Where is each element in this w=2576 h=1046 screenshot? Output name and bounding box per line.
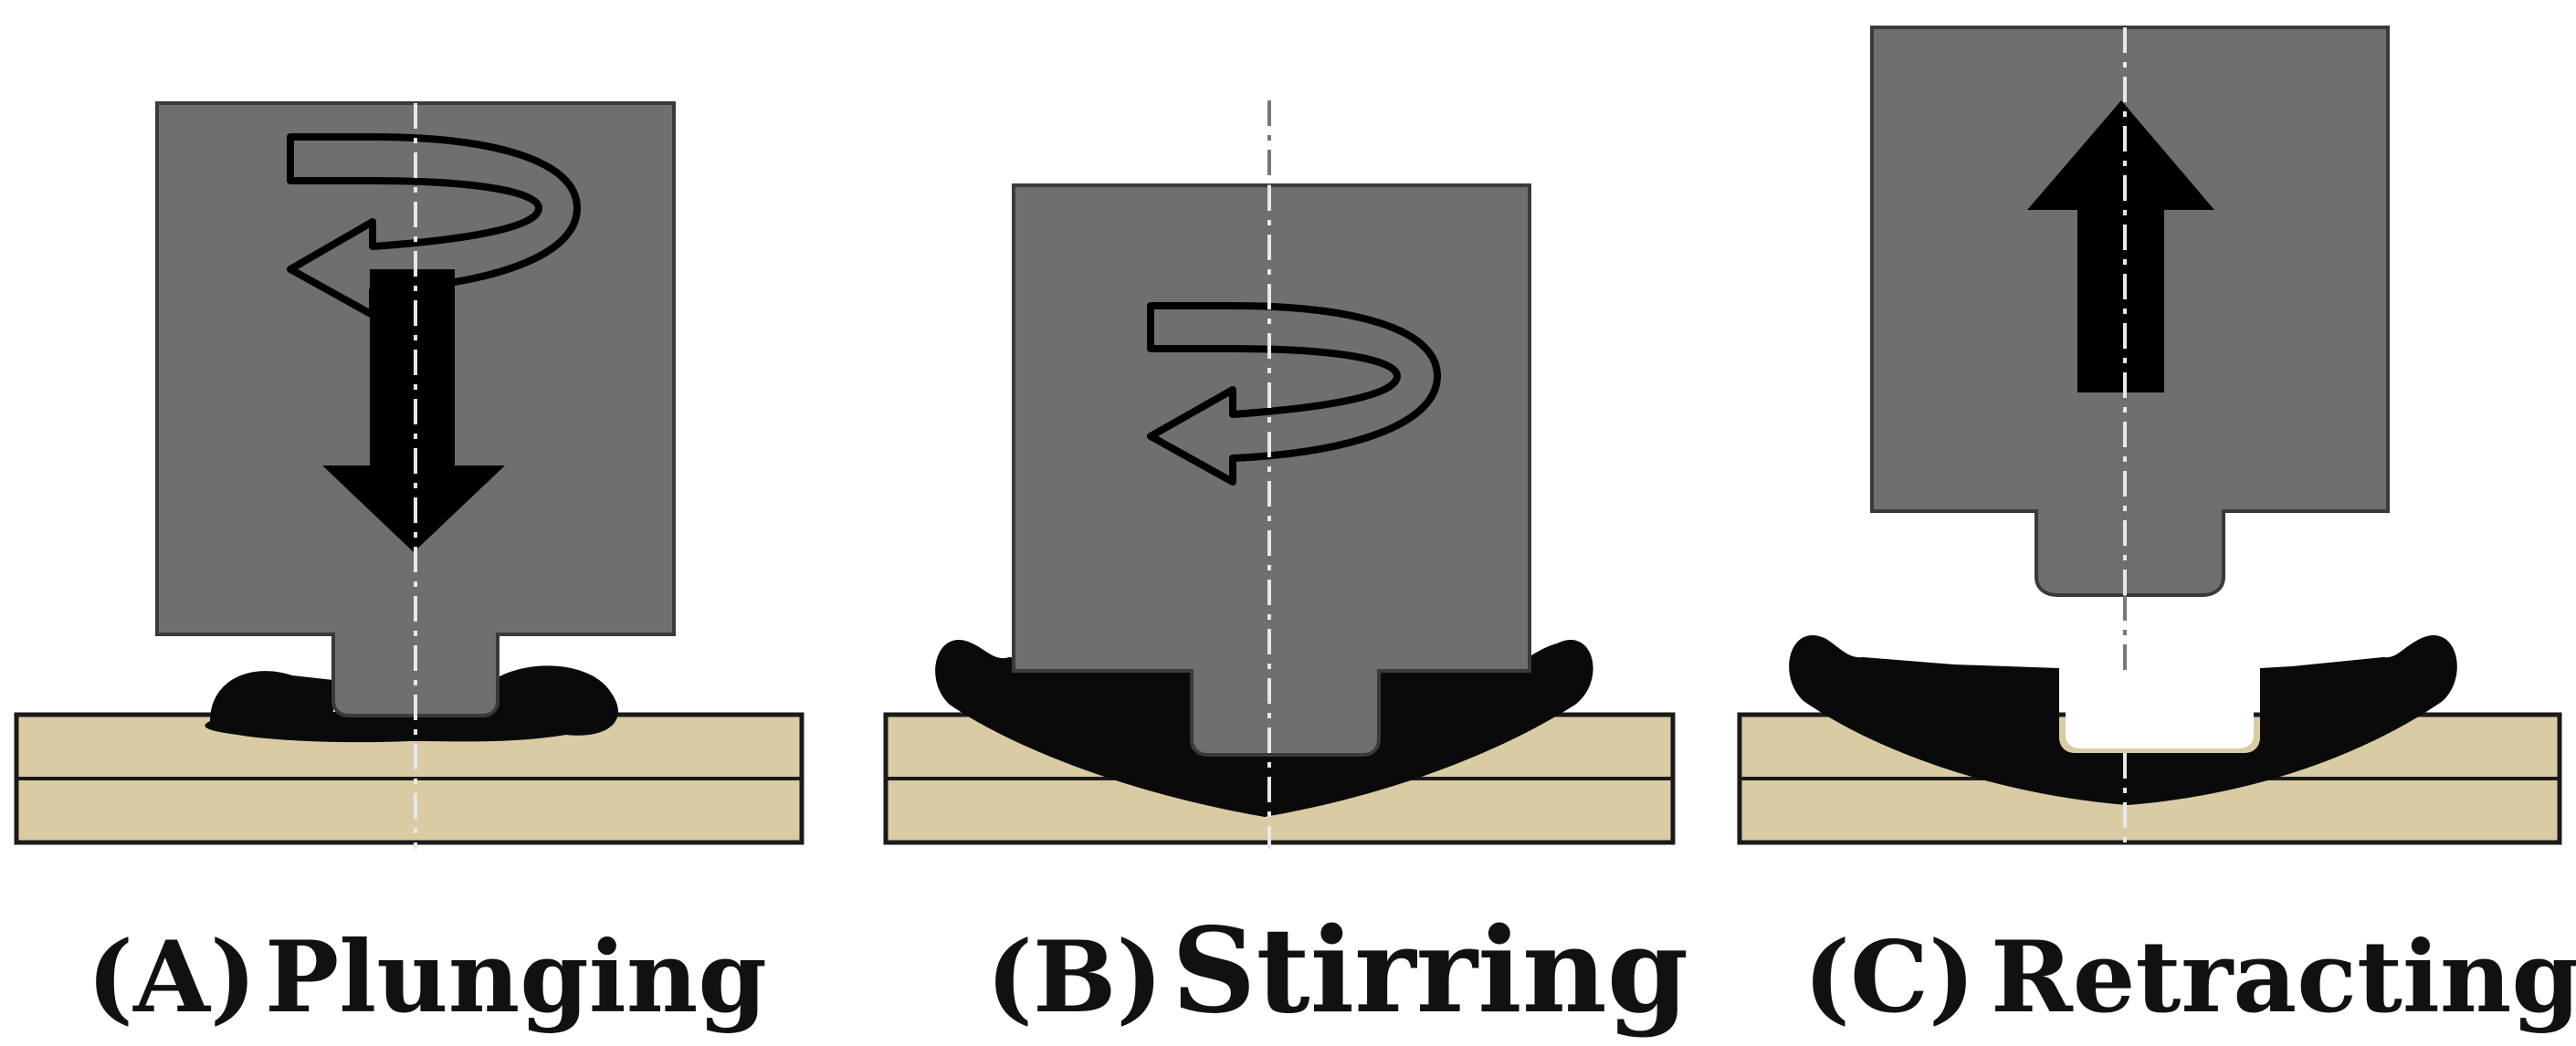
caption-letter-c: (C) bbox=[1803, 920, 1975, 1035]
caption-plunging: (A) Plunging bbox=[87, 920, 767, 1035]
panel-plunging bbox=[14, 101, 804, 849]
caption-retracting: (C) Retracting bbox=[1803, 920, 2576, 1035]
flash-material bbox=[935, 639, 1593, 817]
caption-stirring: (B) Stirring bbox=[986, 903, 1688, 1040]
caption-letter-a: (A) bbox=[87, 920, 257, 1035]
up-arrow-icon bbox=[2027, 100, 2214, 392]
flash-material bbox=[205, 665, 618, 743]
keyhole bbox=[2066, 671, 2254, 748]
tool-body bbox=[1012, 183, 1531, 757]
flash-material bbox=[1789, 634, 2457, 805]
caption-letter-b: (B) bbox=[986, 920, 1162, 1035]
caption-label-plunging: Plunging bbox=[265, 920, 767, 1035]
panel-retracting bbox=[1737, 26, 2562, 849]
panel-stirring bbox=[883, 100, 1676, 849]
caption-label-retracting: Retracting bbox=[1991, 920, 2576, 1035]
caption-label-stirring: Stirring bbox=[1172, 903, 1688, 1040]
rotation-arrow-icon bbox=[1147, 302, 1441, 486]
